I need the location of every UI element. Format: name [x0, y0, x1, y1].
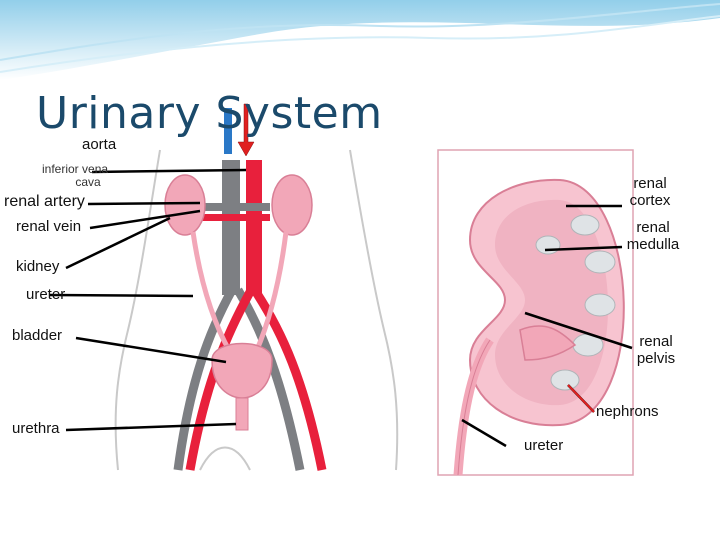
label-kidney: kidney	[16, 258, 60, 275]
header-banner	[0, 0, 720, 80]
vena-cava-shape	[222, 160, 240, 295]
page-title: Urinary System	[36, 88, 383, 139]
label-bladder: bladder	[12, 327, 63, 344]
label-inferior-vena-cava: inferior vena cava	[42, 162, 109, 190]
label-renal-pelvis-line2: pelvis	[636, 349, 676, 367]
label-aorta: aorta	[82, 136, 117, 153]
label-renal-pelvis-line1: renal	[639, 333, 673, 350]
label-renal-pelvis: renal pelvis	[626, 333, 686, 368]
label-ureter-right: ureter	[524, 437, 564, 454]
label-renal-cortex: renal cortex	[620, 175, 680, 210]
label-renal-artery: renal artery	[4, 193, 85, 210]
urethra-shape	[235, 397, 249, 431]
bladder-shape	[211, 342, 273, 399]
label-renal-medulla: renal medulla	[618, 219, 688, 254]
label-renal-medulla-line2: medulla	[626, 235, 680, 253]
label-ureter-left: ureter	[26, 286, 66, 303]
label-urethra: urethra	[12, 420, 60, 437]
vessel-indicator-icons	[224, 103, 255, 157]
label-renal-cortex-line1: renal	[633, 175, 667, 192]
label-renal-cortex-line2: cortex	[629, 191, 671, 209]
label-renal-medulla-line1: renal	[636, 219, 670, 236]
vein-indicator-icon	[224, 108, 232, 154]
aorta-shape	[246, 160, 262, 295]
left-kidney-shape	[164, 174, 206, 236]
body-illustration	[114, 149, 438, 475]
kidney-section-illustration	[437, 149, 634, 476]
nephrons-leader-line	[567, 384, 595, 413]
label-nephrons: nephrons	[596, 403, 659, 420]
artery-indicator-icon	[237, 103, 255, 157]
label-inferior-vena-cava-line2: cava	[75, 175, 101, 190]
label-renal-vein: renal vein	[16, 218, 82, 235]
label-inferior-vena-cava-line1: inferior vena	[42, 162, 109, 176]
right-kidney-shape	[271, 174, 313, 236]
